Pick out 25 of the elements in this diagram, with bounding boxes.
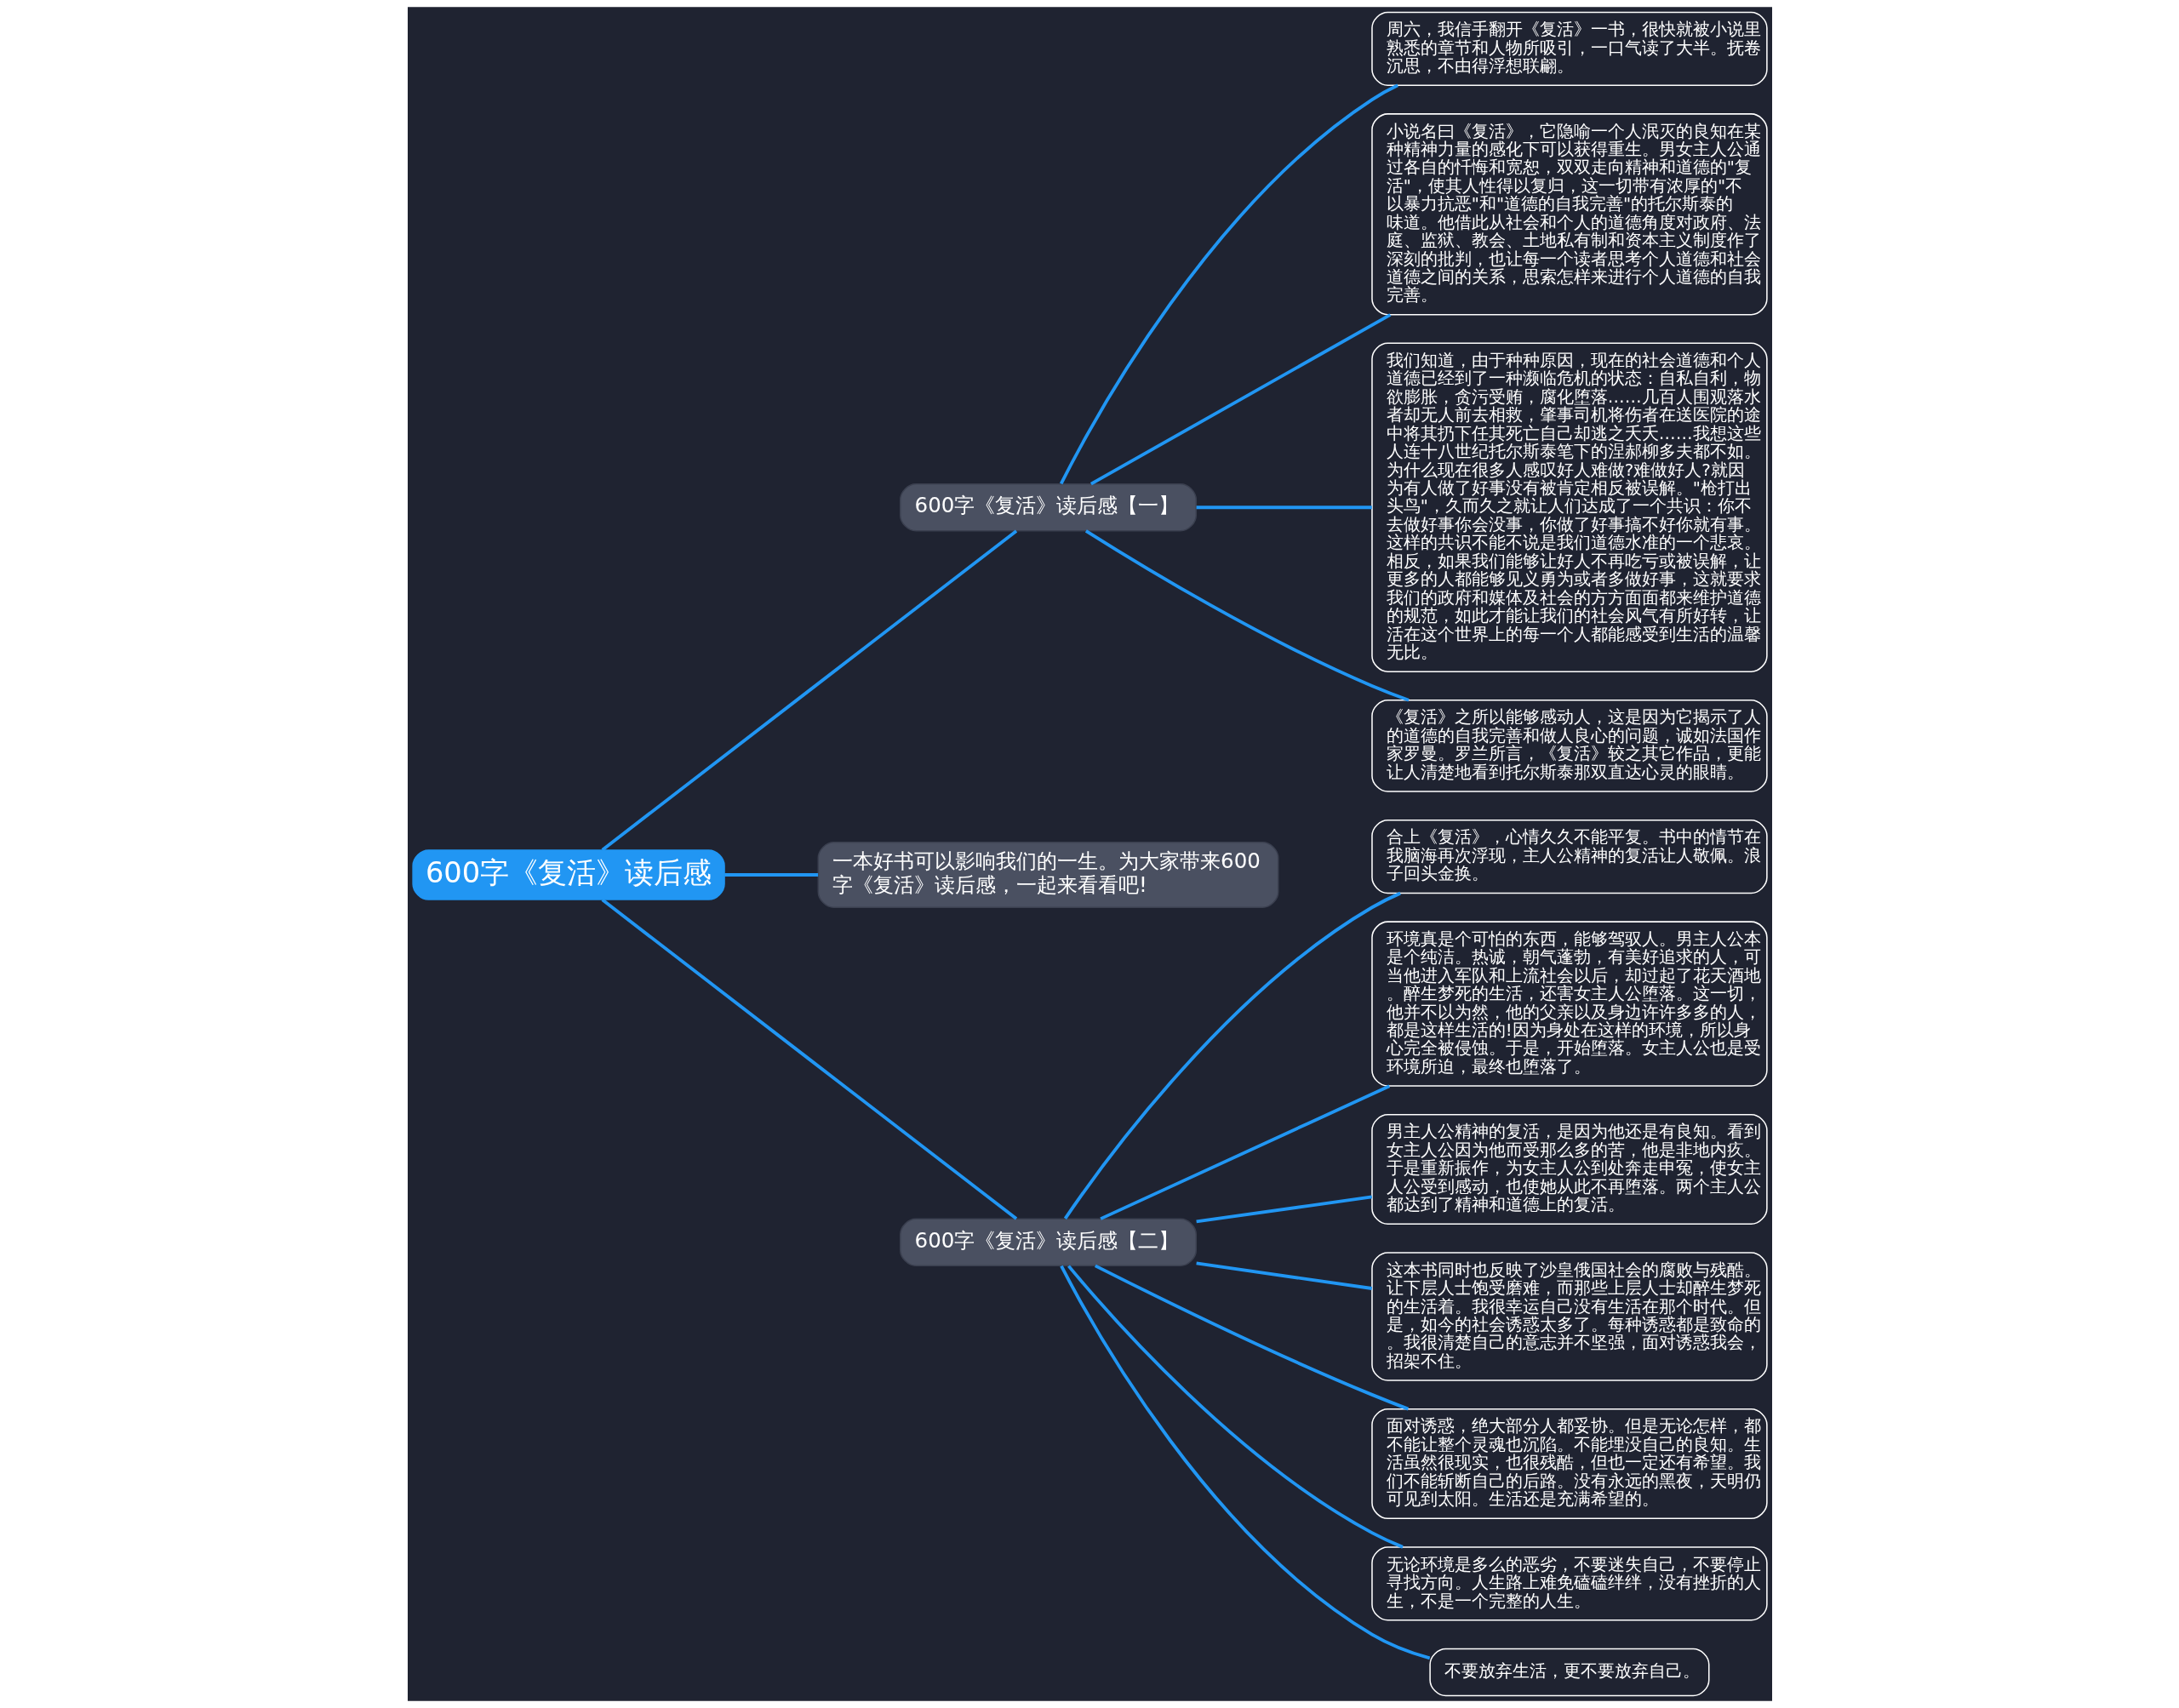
connector bbox=[601, 529, 1017, 852]
node-box: 600字《复活》读后感 bbox=[411, 849, 725, 900]
node-box: 600字《复活》读后感【二】 bbox=[899, 1218, 1197, 1267]
node-box: 我们知道，由于种种原因，现在的社会道德和个人道德已经到了一种濒临危机的状态：自私自利，物欲膨胀，贪污受贿，腐化堕落……几百人围观落水者却无人前去相救，肇事司机将伤者在送医院的途中将其扔下任其死亡自己却逃之夭夭……我想这些人连十八世纪托尔斯泰笔下的涅郝柳多夫都不如。为什么现在很多人感叹好人难做?难做好人?就因为有人做了好事没有被肯定相反被误解。"枪打出头鸟"，久而久之就让人们达成了一个共识：你不去做好事你会没事，你做了好事搞不好你就有事。这样的共识不能不说是我们道德水准的一个悲哀。相反，如果我们能够让好人不再吃亏或被误解，让更多的人都能够见义勇为或者多做好事，这就要求我们的政府和媒体及社会的方方面面都来维护道德的规范，如此才能让我们的社会风气有所好转，让活在这个世界上的每一个人都能感受到生活的温馨无比。 bbox=[1370, 342, 1768, 672]
connector bbox=[1090, 313, 1391, 486]
node-box: 600字《复活》读后感【一】 bbox=[899, 483, 1197, 532]
node-box: 周六，我信手翻开《复活》一书，很快就被小说里熟悉的章节和人物所吸引，一口气读了大半。抚卷沉思，不由得浮想联翩。 bbox=[1370, 11, 1768, 86]
connector bbox=[1099, 1084, 1390, 1220]
node-box: 环境真是个可怕的东西，能够驾驭人。男主人公本是个纯洁。热诚，朝气蓬勃，有美好追求的人，可当他进入军队和上流社会以后，却过起了花天酒地。醉生梦死的生活，还害女主人公堕落。这一切，他并不以为然，他的父亲以及身边许许多多的人，都是这样生活的!因为身处在这样的环境，所以身心完全被侵蚀。于是，开始堕落。女主人公也是受环境所迫，最终也堕落了。 bbox=[1370, 921, 1768, 1087]
node-box: 小说名曰《复活》，它隐喻一个人泯灭的良知在某种精神力量的感化下可以获得重生。男女主人公通过各自的忏悔和宽恕，双双走向精神和道德的"复活"，使其人性得以复归，这一切带有浓厚的"不以暴力抗恶"和"道德的自我完善"的托尔斯泰的味道。他借此从社会和个人的道德角度对政府、法庭、监狱、教会、土地私有制和资本主义制度作了深刻的批判，也让每一个读者思考个人道德和社会道德之间的关系，思索怎样来进行个人道德的自我完善。 bbox=[1370, 113, 1768, 316]
connector bbox=[601, 898, 1017, 1220]
node-box: 男主人公精神的复活，是因为他还是有良知。看到女主人公因为他而受那么多的苦，他是非地内疚。于是重新振作，为女主人公到处奔走申冤，使女主人公受到感动，也使她从此不再堕落。两个主人公都达到了精神和道德上的复活。 bbox=[1370, 1113, 1768, 1225]
connector bbox=[1195, 1261, 1372, 1290]
node-box: 《复活》之所以能够感动人，这是因为它揭示了人的道德的自我完善和做人良心的问题，诚如法国作家罗曼。罗兰所言，《复活》较之其它作品，更能让人清楚地看到托尔斯泰那双直达心灵的眼睛。 bbox=[1370, 700, 1768, 792]
node-box: 合上《复活》，心情久久不能平复。书中的情节在我脑海再次浮现，主人公精神的复活让人敬佩。浪子回头金换。 bbox=[1370, 819, 1768, 894]
node-box: 面对诱惑，绝大部分人都妥协。但是无论怎样，都不能让整个灵魂也沉陷。不能埋没自己的良知。生活虽然很现实，也很残酷，但也一定还有希望。我们不能斩断自己的后路。没有永远的黑夜，天明仍可见到太阳。生活还是充满希望的。 bbox=[1370, 1408, 1768, 1520]
node-box: 这本书同时也反映了沙皇俄国社会的腐败与残酷。让下层人士饱受磨难，而那些上层人士却醉生梦死的生活着。我很幸运自己没有生活在那个时代。但是，如今的社会诱惑太多了。每种诱惑都是致命的。我很清楚自己的意志并不坚强，面对诱惑我会，招架不住。 bbox=[1370, 1252, 1768, 1381]
connector bbox=[1059, 1265, 1430, 1660]
connector bbox=[1195, 1195, 1372, 1224]
connector bbox=[723, 873, 818, 877]
node-box: 不要放弃生活，更不要放弃自己。 bbox=[1428, 1648, 1709, 1697]
connector bbox=[1196, 506, 1372, 510]
connector bbox=[1059, 83, 1398, 485]
node-box: 一本好书可以影响我们的一生。为大家带来600字《复活》读后感，一起来看看吧! bbox=[817, 841, 1278, 909]
node-box: 无论环境是多么的恶劣，不要迷失自己，不要停止寻找方向。人生路上难免磕磕绊绊，没有挫折的人生，不是一个完整的人生。 bbox=[1370, 1546, 1768, 1621]
